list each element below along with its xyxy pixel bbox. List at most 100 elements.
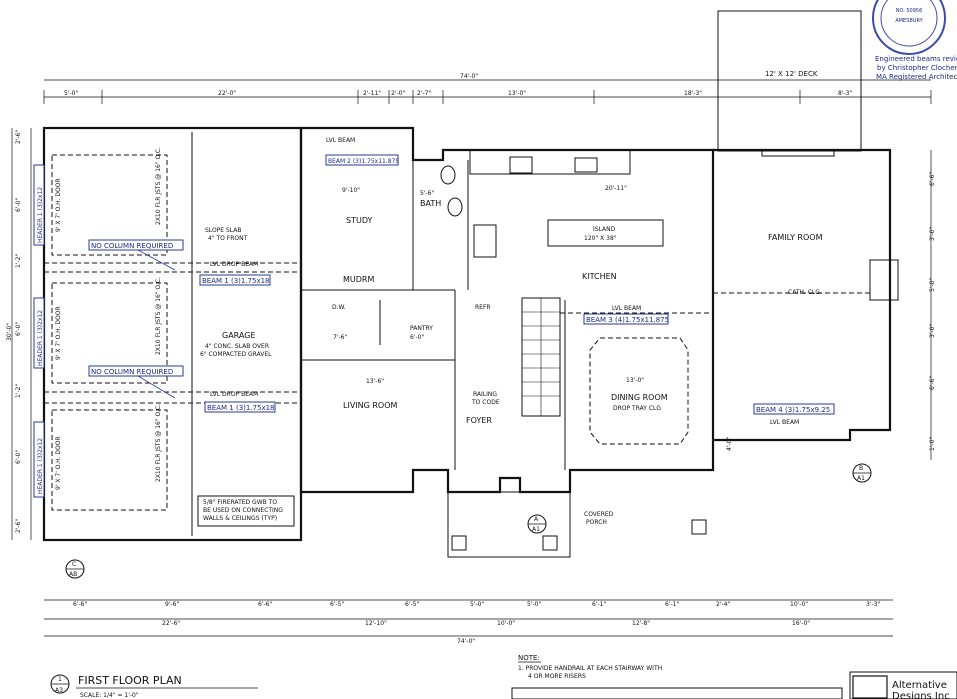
plan-scale: SCALE: 1/4" = 1'-0" — [80, 692, 139, 699]
beam3: BEAM 3 (4)1.75x11.875 — [586, 316, 669, 324]
bay1-joists: 2X10 FLR JSTS @ 16" O.C. — [155, 147, 162, 225]
garage-slab-1: 4" CONC. SLAB OVER — [205, 343, 269, 350]
garage-slab-2: 6" COMPACTED GRAVEL — [200, 351, 272, 358]
top-seg-7: 18'-3" — [684, 90, 702, 97]
slope-slab-2: 4" TO FRONT — [208, 235, 248, 242]
kitchen-dim: 20'-11" — [605, 185, 627, 192]
dining-dim: 13'-0" — [626, 377, 644, 384]
stamp-note-3: MA Registered Architect — [876, 73, 957, 81]
pantry-small-dim: 7'-6" — [333, 334, 347, 341]
section-a-bottom: A1 — [532, 526, 540, 533]
bot-r1-7: 5'-0" — [527, 601, 541, 608]
bot-r1-11: 10'-0" — [790, 601, 808, 608]
title-number: 1 — [58, 676, 62, 683]
left-seg-5: 1'-2" — [15, 384, 22, 398]
garage-label: GARAGE — [222, 331, 256, 340]
left-seg-6: 6'-0" — [15, 450, 22, 464]
right-seg-6: 4'-0" — [726, 437, 733, 451]
garage-note-3: WALLS & CEILINGS (TYP) — [203, 515, 277, 522]
bay3-joists: 2X10 FLR JSTS @ 16" O.C. — [155, 404, 162, 482]
section-c-top: C — [72, 561, 76, 568]
right-seg-1: 6'-6" — [929, 172, 936, 186]
top-seg-2: 22'-0" — [218, 90, 236, 97]
drawing-title: 1 A3 FIRST FLOOR PLAN SCALE: 1/4" = 1'-0… — [50, 674, 258, 699]
header-2: HEADER 1 (3)2x12 — [37, 310, 44, 366]
bot-r1-4: 6'-5" — [330, 601, 344, 608]
living-area: LIVING ROOM 13'-6" FOYER DINING ROOM DRO… — [343, 337, 689, 445]
garage-headers: HEADER 1 (3)2x12 HEADER 1 (3)2x12 HEADER… — [33, 164, 45, 498]
beam1-top: BEAM 1 (3)1.75x18 — [202, 277, 270, 285]
left-dimensions: 30'-0" 2'-6" 6'-0" 1'-2" 6'-0" 1'-2" 6'-… — [6, 128, 32, 540]
beam2: BEAM 2 (3)1.75x11.875 — [328, 158, 399, 165]
bay3-door: 9' X 7' O.H. DOOR — [55, 436, 62, 490]
lvl-drop-beam-top: LVL DROP BEAM — [210, 261, 258, 268]
right-seg-3: 5'-0" — [929, 278, 936, 292]
mudroom-label: MUDRM — [343, 275, 374, 284]
bot-r2-2: 12'-10" — [365, 620, 387, 627]
bot-r2-4: 12'-8" — [632, 620, 650, 627]
bay2-door: 9' X 7' O.H. DOOR — [55, 306, 62, 360]
top-seg-5: 2'-7" — [417, 90, 431, 97]
section-c-bottom: AB — [69, 571, 77, 578]
architect-stamp: NO. 50956 AMESBURY Engineered beams revi… — [872, 0, 957, 81]
right-seg-4: 3'-0" — [929, 324, 936, 338]
bot-r1-2: 9'-6" — [165, 601, 179, 608]
garage-note-2: BE USED ON CONNECTING — [203, 507, 283, 514]
porch-label-2: PORCH — [586, 519, 607, 526]
bath-label: BATH — [420, 199, 441, 208]
beam4: BEAM 4 (3)1.75x9.25 — [756, 406, 830, 414]
plan-title: FIRST FLOOR PLAN — [78, 674, 182, 687]
slope-slab-1: SLOPE SLAB — [205, 227, 242, 234]
garage: SLOPE SLAB 4" TO FRONT LVL DROP BEAM LVL… — [42, 126, 303, 542]
beam-callouts: NO COLUMN REQUIRED BEAM 1 (3)1.75x18 NO … — [88, 239, 276, 413]
notes-heading: NOTE: — [518, 654, 540, 662]
top-seg-3: 2'-11" — [363, 90, 381, 97]
kitchen-label: KITCHEN — [582, 272, 617, 281]
company-name-1: Alternative — [892, 680, 947, 691]
beam1-bottom: BEAM 1 (3)1.75x18 — [207, 404, 275, 412]
lvl-drop-beam-bottom: LVL DROP BEAM — [210, 391, 258, 398]
top-seg-4: 2'-0" — [391, 90, 405, 97]
no-column-1: NO COLUMN REQUIRED — [91, 242, 173, 250]
railing-1: RAILING — [473, 391, 497, 398]
section-b-top: B — [859, 465, 863, 472]
header-3: HEADER 1 (3)2x12 — [37, 438, 44, 494]
covered-porch: COVERED PORCH — [447, 491, 707, 558]
bot-r1-9: 6'-1" — [665, 601, 679, 608]
pantry-label: PANTRY — [410, 325, 433, 332]
bot-r1-10: 2'-4" — [716, 601, 730, 608]
bot-r2-5: 16'-0" — [792, 620, 810, 627]
family-room-label: FAMILY ROOM — [768, 233, 823, 242]
stamp-note-2: by Christopher Clocher, — [877, 64, 957, 72]
bot-r1-6: 5'-0" — [470, 601, 484, 608]
family-lvl-beam: LVL BEAM — [770, 419, 799, 426]
left-seg-1: 2'-6" — [15, 130, 22, 144]
dw-label: D.W. — [332, 304, 346, 311]
title-sheet: A3 — [55, 687, 63, 694]
note-line-2: 4 OR MORE RISERS — [528, 673, 586, 680]
seal-town: AMESBURY — [895, 18, 923, 24]
bot-r1-5: 6'-5" — [405, 601, 419, 608]
kitchen-lvl-beam: LVL BEAM — [612, 305, 641, 312]
top-seg-1: 5'-0" — [64, 90, 78, 97]
right-seg-7: 1'-0" — [929, 437, 936, 451]
no-column-2: NO COLUMN REQUIRED — [91, 368, 173, 376]
section-b-bottom: A1 — [857, 475, 865, 482]
top-seg-8: 8'-3" — [838, 90, 852, 97]
left-seg-3: 1'-2" — [15, 254, 22, 268]
bot-r2-3: 10'-0" — [497, 620, 515, 627]
bay1-door: 9' X 7' O.H. DOOR — [55, 178, 62, 232]
company-block: Alternative Designs Inc — [849, 671, 957, 699]
section-a-top: A — [534, 516, 539, 523]
foyer-label: FOYER — [466, 416, 492, 425]
left-seg-4: 6'-0" — [15, 322, 22, 336]
refr-label: REFR — [475, 304, 491, 311]
section-markers: C AB B A1 A A1 — [65, 463, 872, 579]
header-1: HEADER 1 (3)2x12 — [37, 187, 44, 243]
island-label-2: 120" X 38" — [584, 235, 617, 242]
study-area: STUDY 9'-10" LVL BEAM BEAM 2 (3)1.75x11.… — [325, 137, 463, 341]
bot-r1-8: 6'-1" — [592, 601, 606, 608]
notes-block: NOTE: 1. PROVIDE HANDRAIL AT EACH STAIRW… — [511, 654, 843, 699]
top-dimensions: 74'-0" 5'-0" 22'-0" 2'-11" 2'-0" 2'-7" 1… — [43, 73, 932, 104]
